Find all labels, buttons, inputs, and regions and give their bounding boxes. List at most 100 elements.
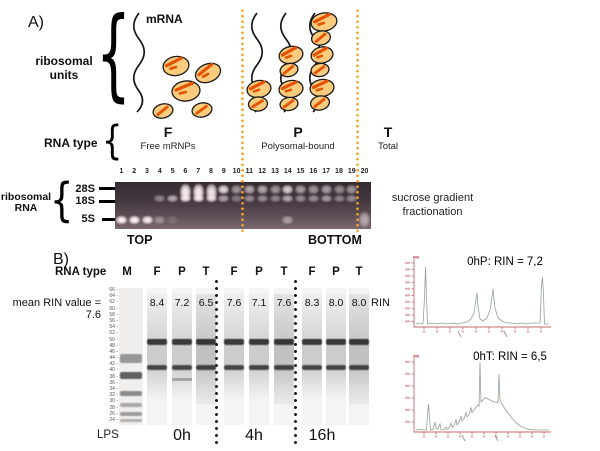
gel-a-lane-number: 12 xyxy=(258,168,267,175)
ribosomal-units-label-line2: units xyxy=(49,68,79,82)
dotted-separator-pt xyxy=(356,8,359,232)
lane-upper-smear xyxy=(302,294,322,340)
lane-upper-smear xyxy=(349,294,369,340)
scale-tick-label: 48 - xyxy=(109,342,118,349)
gel-a-band xyxy=(359,212,371,227)
gel-b-lane xyxy=(249,288,269,425)
mrna-label: mRNA xyxy=(146,12,183,26)
time-label: 16h xyxy=(308,427,336,444)
marker-band xyxy=(120,354,142,363)
ribosome-icon xyxy=(246,79,272,99)
x-axis-tick-label xyxy=(470,435,474,438)
fraction-f-code: F xyxy=(163,124,173,140)
y-axis-tick-label xyxy=(405,268,410,271)
gel-a-band xyxy=(320,195,332,202)
gel-a-band xyxy=(167,195,179,202)
electropherogram-0hp xyxy=(405,256,551,338)
gel-a-top-label: TOP xyxy=(127,233,153,247)
lane-28s-band xyxy=(196,339,216,345)
lane-mid-smear xyxy=(147,345,167,365)
scale-tick-label: 26 - xyxy=(109,410,118,417)
lane-mid-smear xyxy=(249,345,269,365)
y-axis-tick-label xyxy=(405,372,410,375)
scale-tick-label: 32 - xyxy=(109,392,118,399)
gel-a-lane-number: 18 xyxy=(335,168,343,175)
gel-a-lane-number: 5 xyxy=(170,168,175,175)
scale-tick-label: 34 - xyxy=(109,386,118,392)
gel-a-band xyxy=(307,195,319,202)
band-tick-28s xyxy=(99,187,115,190)
gel-b-lane xyxy=(147,288,167,425)
b-lane-header: F xyxy=(153,266,161,278)
gel-a-lane-number: 16 xyxy=(309,168,318,175)
lane-upper-smear xyxy=(172,294,192,340)
lane-18s-band xyxy=(196,365,216,370)
rin-value: 7.6 xyxy=(219,297,249,309)
band-label-18s: 18S xyxy=(75,195,95,207)
lane-lower-smear xyxy=(196,370,216,400)
gel-a-band xyxy=(243,195,255,202)
x-axis-tick-label xyxy=(500,330,504,333)
x-axis-tick-label xyxy=(487,330,491,333)
fraction-t-description: Total xyxy=(377,141,399,152)
x-axis-tick-label xyxy=(542,435,546,438)
gel-a-band xyxy=(333,195,345,202)
scale-tick-label: 40 - xyxy=(109,367,118,374)
gel-a-band xyxy=(231,195,243,202)
lane-mid-smear xyxy=(196,345,216,365)
x-axis-tick-label xyxy=(494,435,498,438)
ribosomal-units-brace: { xyxy=(96,0,131,112)
lane-28s-band xyxy=(147,339,167,345)
lane-upper-smear xyxy=(274,294,294,340)
gel-a-band xyxy=(333,185,345,194)
gel-a-band xyxy=(192,195,204,202)
scale-tick-label: 44 - xyxy=(109,355,118,362)
gel-a-lane-number: 6 xyxy=(183,168,188,175)
gel-b-lane xyxy=(274,288,294,425)
ribosome-icon xyxy=(310,30,332,46)
x-axis-tick-label xyxy=(518,435,522,438)
marker-band xyxy=(120,372,142,379)
gel-a-lane-number: 14 xyxy=(283,168,292,175)
scale-tick-label: 64 - xyxy=(109,293,118,300)
fraction-f-description: Free mRNPs xyxy=(140,141,196,152)
marker-band xyxy=(120,403,142,407)
lane-18s-band xyxy=(349,365,369,370)
fraction-t-code: T xyxy=(383,124,393,140)
x-axis-tick-label xyxy=(422,435,426,438)
gel-a-band xyxy=(154,195,166,202)
lane-18s-band xyxy=(326,365,346,370)
rin-value: 8.3 xyxy=(297,297,327,309)
ribosome-icon xyxy=(279,62,299,78)
x-axis-tick-label xyxy=(530,435,534,438)
rin-value: 7.2 xyxy=(167,297,197,309)
x-axis-tick-label xyxy=(526,330,530,333)
lane-28s-band xyxy=(224,339,244,345)
band-tick-18s xyxy=(99,200,115,203)
y-axis-tick-label xyxy=(405,320,410,323)
scale-tick-label: 28 - xyxy=(109,404,118,411)
gel-a-band xyxy=(346,195,358,202)
lane-18s-band xyxy=(302,365,322,370)
gel-b-lane xyxy=(326,288,346,425)
scale-tick-label: 56 - xyxy=(109,317,118,324)
scale-tick-label: 60 - xyxy=(109,305,118,312)
gel-b-lane xyxy=(349,288,369,425)
fraction-p-code: P xyxy=(293,124,303,140)
x-axis-tick-label xyxy=(435,330,439,333)
b-lane-header: F xyxy=(230,266,238,278)
lane-lower-smear xyxy=(326,370,346,400)
gel-b-lane xyxy=(196,288,216,425)
gel-a-lane-number: 11 xyxy=(245,168,254,175)
x-axis-tick-label xyxy=(446,435,450,438)
rin-value: 7.1 xyxy=(244,297,274,309)
gel-a-band xyxy=(295,185,307,194)
lane-total-smear xyxy=(196,294,216,404)
lane-lower-smear xyxy=(302,370,322,400)
panel-b-label: B) xyxy=(53,251,69,268)
scale-tick-label: 42 - xyxy=(109,361,118,368)
gel-a-lane-number: 8 xyxy=(209,168,213,175)
dotted-separator-fp xyxy=(241,8,244,232)
band-tick-5s xyxy=(102,218,115,221)
